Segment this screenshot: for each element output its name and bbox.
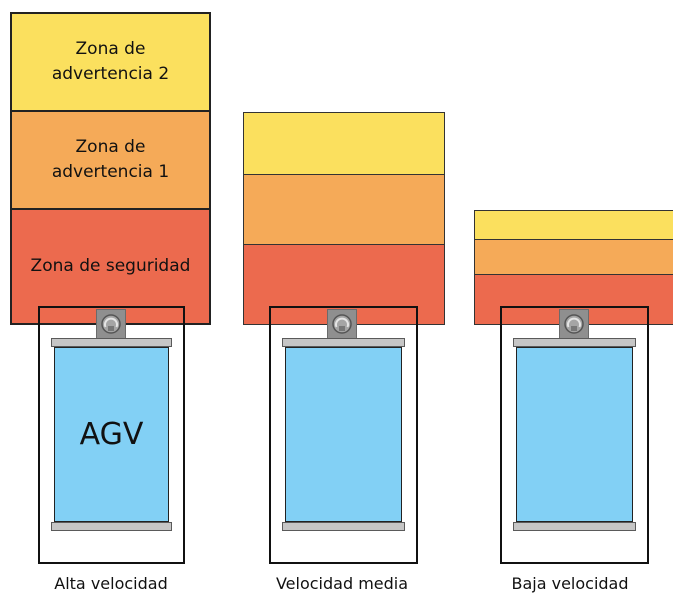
lidar-sensor-icon — [559, 309, 589, 339]
lidar-sensor-icon — [327, 309, 357, 339]
speed-label-high: Alta velocidad — [54, 574, 168, 593]
agv-outline-frame — [269, 306, 418, 564]
agv-outline-frame — [38, 306, 185, 564]
warning-zone-1 — [474, 239, 673, 275]
speed-label-medium: Velocidad media — [275, 574, 409, 593]
agv-front-bumper — [513, 338, 636, 347]
agv-front-bumper — [282, 338, 405, 347]
safety-zone: Zona de seguridad — [10, 208, 211, 325]
agv-rear-bumper — [51, 522, 172, 531]
agv-rear-bumper — [282, 522, 405, 531]
agv-front-bumper — [51, 338, 172, 347]
agv-body — [516, 347, 633, 522]
warning-zone-2 — [474, 210, 673, 240]
warning-zone-1 — [243, 174, 445, 245]
agv-rear-bumper — [513, 522, 636, 531]
agv-body: AGV — [54, 347, 169, 522]
agv-outline-frame — [500, 306, 649, 564]
agv-body — [285, 347, 402, 522]
warning-zone-1: Zona de advertencia 1 — [10, 110, 211, 210]
warning-zone-2: Zona de advertencia 2 — [10, 12, 211, 112]
agv-label: AGV — [79, 417, 144, 452]
speed-label-low: Baja velocidad — [511, 574, 629, 593]
warning-zone-2 — [243, 112, 445, 175]
lidar-sensor-icon — [96, 309, 126, 339]
